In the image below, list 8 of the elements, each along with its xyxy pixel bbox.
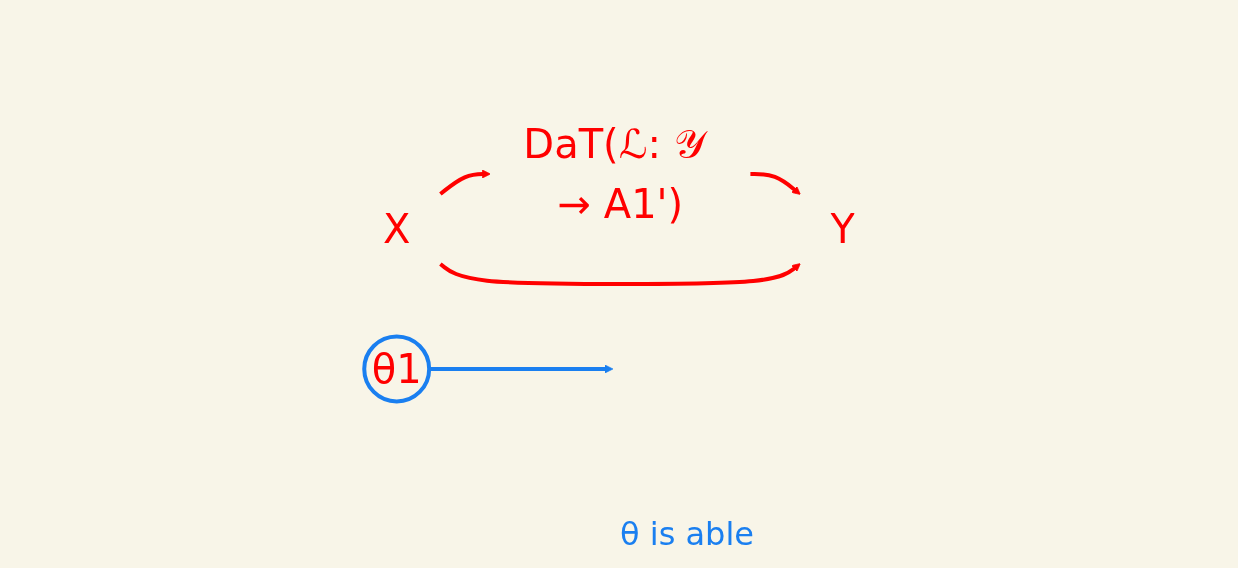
note-text: θ is able [620, 515, 754, 553]
arrow [439, 169, 491, 196]
arrow [429, 364, 614, 374]
arrow [750, 171, 801, 195]
node-text: Y [830, 205, 855, 252]
node-circle: θ1 [362, 334, 432, 404]
node-text: X [383, 205, 411, 252]
arrow [439, 262, 801, 286]
